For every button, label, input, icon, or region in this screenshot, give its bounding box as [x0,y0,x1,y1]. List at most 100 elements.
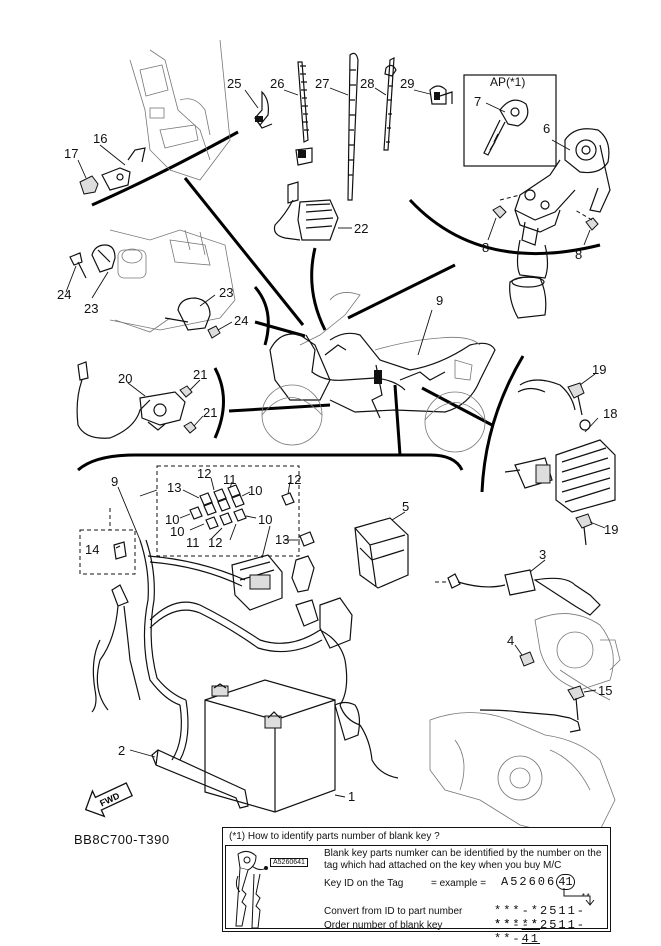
screws-19 [567,373,606,546]
callout-24b: 24 [234,313,248,328]
callout-10a: 10 [248,483,262,498]
callout-line-16-17 [183,177,305,326]
cable-tie-27 [329,52,359,201]
bolt-24-upper [65,252,87,293]
conversion-arrow [563,888,595,906]
callout-5: 5 [402,499,409,514]
callout-4: 4 [507,633,514,648]
bracket-16 [99,144,146,191]
bolt-17 [77,159,99,195]
callout-28: 28 [360,76,374,91]
key-identification-box: (*1) How to identify parts number of bla… [222,827,611,946]
fuse-set-box [156,465,300,557]
callout-19a: 19 [592,362,606,377]
convert-prefix: ***-*2511-**- [494,904,587,932]
clamp-23-upper [91,244,116,299]
callout-2: 2 [118,743,125,758]
callout-line-6-8 [347,263,456,320]
example-label: = example = [431,878,487,889]
section-divider-right [480,355,525,493]
scooter-outline [261,292,496,453]
frame-section-mid-left [109,229,236,333]
conversion-marker: ** [581,893,591,902]
key-box-description-line2: tag which had attached on the key when y… [324,860,562,871]
order-tail: 41 [521,932,541,946]
bolt-24-lower [207,321,233,339]
callout-13a: 13 [167,480,181,495]
callout-1: 1 [348,789,355,804]
callout-15: 15 [598,683,612,698]
callout-3: 3 [539,547,546,562]
battery-tray-2 [129,749,249,809]
bolt-4 [514,644,535,667]
leader-9-to-fuses [139,489,158,497]
cable-tie-25 [244,89,273,129]
callout-10b: 10 [165,512,179,527]
callout-24a: 24 [57,287,71,302]
cable-tie-26 [283,61,313,166]
callout-18: 18 [603,406,617,421]
key-box-description-line1: Blank key parts numker can be identified… [324,848,602,859]
key-box-content: A5260641 Blank key parts numker can be i… [225,845,608,946]
callout-21b: 21 [203,405,217,420]
callout-22: 22 [354,221,368,236]
relay-5 [354,511,409,589]
callout-8a: 8 [482,240,489,255]
callout-20: 20 [118,371,132,386]
callout-12c: 12 [208,535,222,550]
callout-26: 26 [270,76,284,91]
rectifier-regulator-18 [504,379,616,513]
order-label: Order number of blank key [324,920,443,931]
callout-10d: 10 [258,512,272,527]
starter-motor-area [534,613,621,701]
section-divider-mid-left [253,286,270,346]
ap-key-box [463,74,557,167]
bolts-21 [179,379,204,434]
wire-harness-9 [91,539,399,779]
frame-section-top-left [129,39,231,181]
callout-23b: 23 [219,285,233,300]
section-divider-top-left [91,130,239,207]
cable-tie-28 [374,56,397,151]
callout-11b: 11 [186,535,200,550]
callout-11a: 11 [223,472,237,487]
callout-14: 14 [85,542,99,557]
fuse-box-13 [231,525,315,611]
callout-7: 7 [474,94,481,109]
callout-17: 17 [64,146,78,161]
convert-tail: ** [521,918,541,932]
callout-9a: 9 [436,293,443,308]
connector-22 [273,181,352,241]
battery-cable-3 [435,559,601,616]
callout-line-22 [310,247,327,331]
relay-14-box [79,529,136,575]
callout-8b: 8 [575,247,582,262]
key-blank-7 [483,99,529,156]
callout-19b: 19 [604,522,618,537]
callout-labels: 25 26 27 28 29 AP(*1) 7 6 16 17 22 8 8 2… [57,75,618,804]
fuses-10-11-12 [179,477,295,541]
sensor-20 [76,361,186,439]
screws-8 [487,194,599,246]
diagram-code: BB8C700-T390 [74,832,170,847]
key-tag-label: A5260641 [270,858,308,867]
callout-line-23-24 [254,320,306,338]
callout-27: 27 [315,76,329,91]
order-value: ***-*2511-**-41 [494,918,607,946]
fwd-arrow-icon: FWD [84,782,134,818]
callout-line-bottom [393,384,402,456]
callout-10c: 10 [170,524,184,539]
callout-12a: 12 [197,466,211,481]
callout-12b: 12 [287,472,301,487]
callout-21a: 21 [193,367,207,382]
section-divider-bottom [77,453,464,472]
convert-value: ***-*2511-**-** [494,904,607,932]
callout-29: 29 [400,76,414,91]
callout-25: 25 [227,76,241,91]
battery-1 [204,679,361,813]
callout-13b: 13 [275,532,289,547]
key-id-label: Key ID on the Tag [324,878,404,889]
callout-line-20 [228,403,331,413]
